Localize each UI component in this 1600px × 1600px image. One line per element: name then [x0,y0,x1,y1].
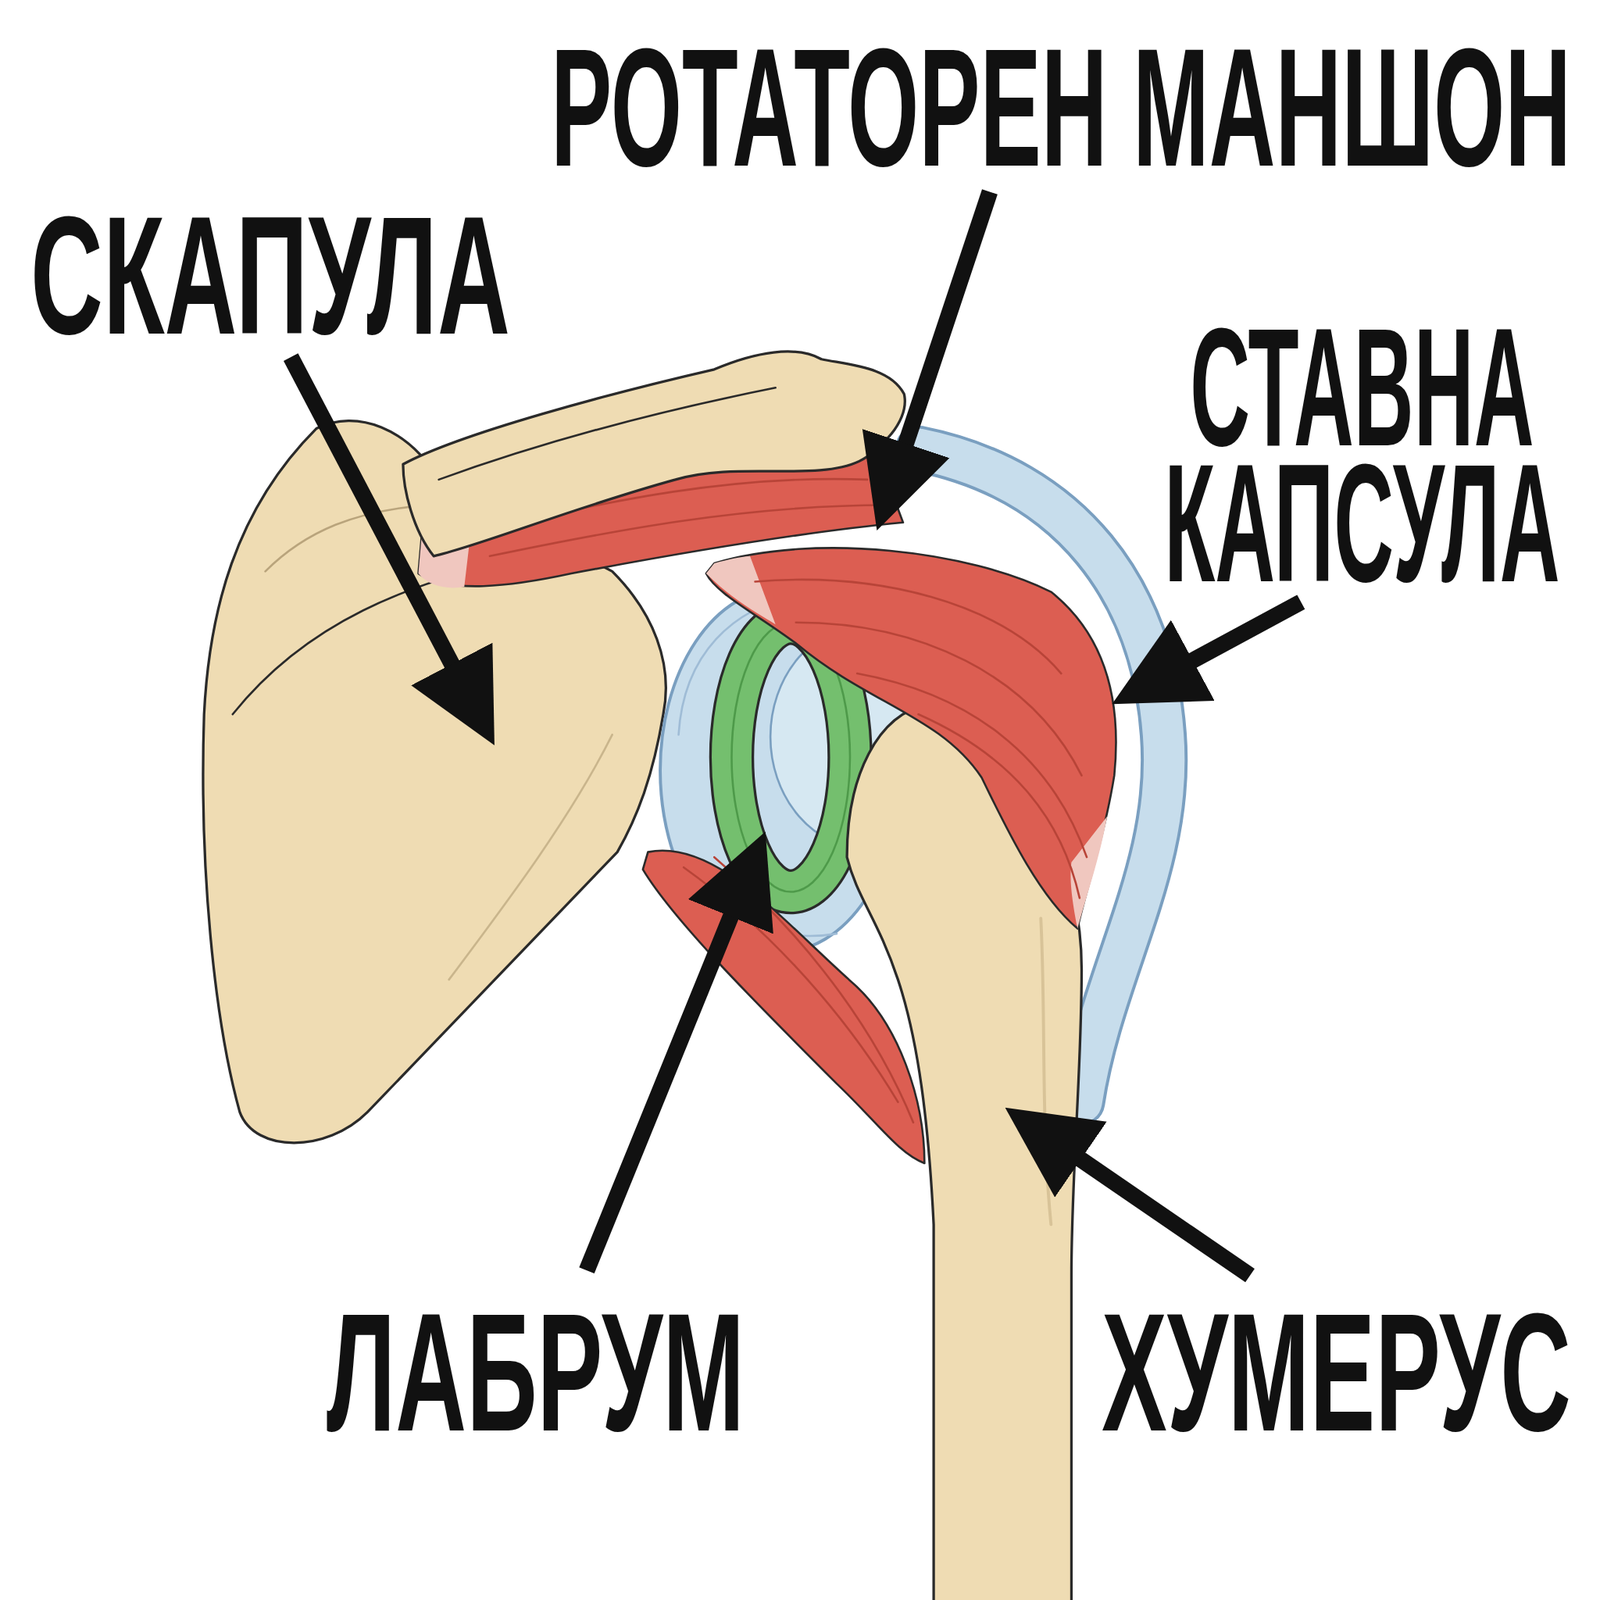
muscle-fibre [755,579,1087,898]
pointer-arrow [1039,1130,1250,1275]
humerus-ridge [1040,918,1051,1225]
part-label: ЛАБРУМ [326,1288,745,1457]
part-label: ХУМЕРУС [1101,1288,1572,1457]
part-label: РОТАТОРЕН МАНШОН [550,23,1572,192]
part-label: СТАВНА КАПСУЛА [1163,319,1561,592]
tendon [706,556,776,625]
part-label: СКАПУЛА [30,191,511,360]
pointer-arrow [889,192,990,493]
pointer-arrow [1147,602,1301,686]
acromion-ridge [439,387,776,480]
muscle [706,547,1117,929]
pointer-arrow [290,357,475,710]
pointer-arrow [586,869,750,1271]
acromion-bone [403,351,905,557]
scapula-ridge [449,734,613,979]
